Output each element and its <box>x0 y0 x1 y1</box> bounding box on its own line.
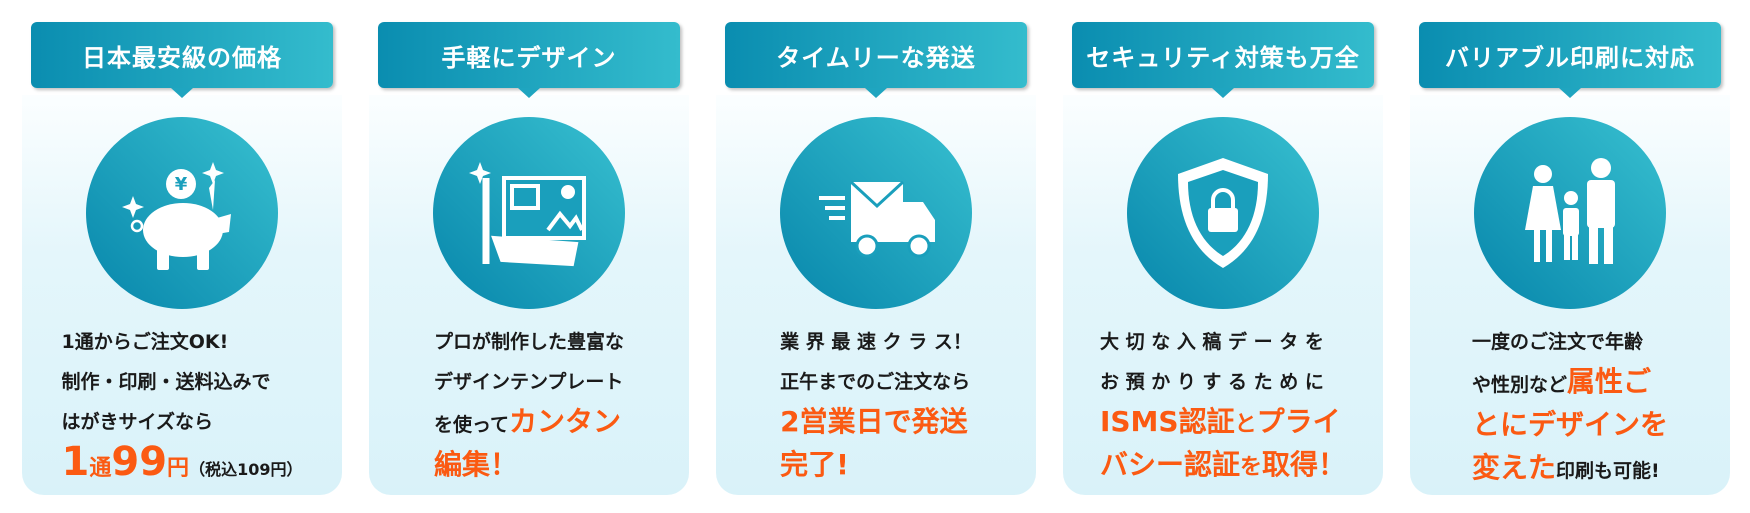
description-text: プロが制作した豊富な <box>433 331 624 353</box>
family-people-icon <box>1474 117 1666 309</box>
feature-card-price: 日本最安級の価格 ¥ 1通からご注文OK! 制作・印刷・送料込みではがきサイズなら… <box>22 0 342 495</box>
description-line: デザインテンプレート <box>434 362 624 402</box>
card-title: 日本最安級の価格 <box>31 22 333 98</box>
highlight-text: 円 <box>167 456 190 481</box>
card-title: 手軽にデザイン <box>378 22 680 98</box>
highlight-text: 属性ご <box>1567 365 1652 398</box>
card-description: 一度のご注文で年齢や性別など属性ごとにデザインを変えた印刷も可能! <box>1472 322 1668 491</box>
description-line: はがきサイズなら <box>62 402 303 442</box>
description-text: 1通からご注文OK! <box>61 331 229 353</box>
description-line: を使ってカンタン <box>434 402 624 445</box>
highlight-text: カンタン <box>509 405 622 438</box>
description-line: とにデザインを <box>1472 405 1668 448</box>
card-description: 1通からご注文OK! 制作・印刷・送料込みではがきサイズなら 1通99円（税込109… <box>62 322 303 490</box>
description-text: 正午までのご注文なら <box>780 371 971 393</box>
highlight-text: 通 <box>89 456 112 481</box>
description-line: 業 界 最 速 ク ラ ス！ <box>780 322 972 362</box>
description-line: お 預 か り す る た め に <box>1100 362 1346 402</box>
highlight-text: 2営業日で発送 <box>780 405 968 438</box>
highlight-text: 変えた <box>1471 451 1556 484</box>
highlight-text: バシー認証 <box>1099 448 1240 481</box>
description-text: 業 界 最 速 ク ラ ス！ <box>780 331 972 353</box>
card-title: バリアブル印刷に対応 <box>1419 22 1721 98</box>
feature-card-variable-print: バリアブル印刷に対応 一度のご注文で年齢や性別など属性ごとにデザインを変えた印刷… <box>1410 0 1730 495</box>
description-text: 大 切 な 入 稿 デ ー タ を <box>1099 331 1324 353</box>
description-line: 変えた印刷も可能! <box>1472 448 1668 491</box>
highlight-text: と <box>1234 412 1257 437</box>
svg-text:¥: ¥ <box>175 174 188 195</box>
feature-card-shipping: タイムリーな発送 業 界 最 速 ク ラ ス！ 正午までのご注文なら 2営業日で発送… <box>716 0 1036 495</box>
piggy-bank-yen-icon: ¥ <box>86 117 278 309</box>
description-text: お 預 か り す る た め に <box>1099 371 1324 393</box>
description-text: を使って <box>433 414 510 436</box>
description-line: 1通99円（税込109円） <box>62 442 303 490</box>
description-line: 正午までのご注文なら <box>780 362 972 402</box>
description-text: 制作・印刷・送料込みで <box>61 371 271 393</box>
highlight-text: 完了! <box>780 448 849 481</box>
card-description: 大 切 な 入 稿 デ ー タ をお 預 か り す る た め に ISMS認証… <box>1100 322 1346 488</box>
feature-card-design: 手軽にデザイン プロが制作した豊富なデザインテンプレートを使ってカンタン編集！ <box>369 0 689 495</box>
description-line: や性別など属性ご <box>1472 362 1668 405</box>
description-text: 一度のご注文で年齢 <box>1471 331 1643 353</box>
description-text: （税込109円） <box>189 460 303 479</box>
description-text: 印刷も可能! <box>1556 460 1660 482</box>
description-text: や性別など <box>1471 374 1567 396</box>
highlight-text: を <box>1239 455 1262 480</box>
description-line: 一度のご注文で年齢 <box>1472 322 1668 362</box>
description-line: プロが制作した豊富な <box>434 322 624 362</box>
highlight-text: 編集！ <box>433 448 518 481</box>
security-shield-lock-icon <box>1127 117 1319 309</box>
description-text: デザインテンプレート <box>433 371 624 393</box>
description-line: バシー認証を取得！ <box>1100 445 1346 488</box>
description-line: 1通からご注文OK! <box>62 322 303 362</box>
feature-cards: 日本最安級の価格 ¥ 1通からご注文OK! 制作・印刷・送料込みではがきサイズなら… <box>22 0 1730 495</box>
description-line: ISMS認証とプライ <box>1100 402 1346 445</box>
description-text: はがきサイズなら <box>61 411 213 433</box>
card-title: セキュリティ対策も万全 <box>1072 22 1374 98</box>
feature-card-security: セキュリティ対策も万全 大 切 な 入 稿 デ ー タ をお 預 か り す る… <box>1063 0 1383 495</box>
highlight-text: 1 <box>61 439 90 485</box>
postcard-brush-icon <box>433 117 625 309</box>
description-line: 2営業日で発送 <box>780 402 972 445</box>
highlight-text: 99 <box>111 439 168 485</box>
description-line: 完了! <box>780 445 972 488</box>
highlight-text: とにデザインを <box>1471 408 1668 441</box>
card-description: プロが制作した豊富なデザインテンプレートを使ってカンタン編集！ <box>434 322 624 488</box>
delivery-truck-mail-icon <box>780 117 972 309</box>
description-line: 大 切 な 入 稿 デ ー タ を <box>1100 322 1346 362</box>
description-line: 制作・印刷・送料込みで <box>62 362 303 402</box>
card-title: タイムリーな発送 <box>725 22 1027 98</box>
highlight-text: 取得！ <box>1262 448 1347 481</box>
highlight-text: ISMS認証 <box>1099 405 1235 438</box>
highlight-text: プライ <box>1256 405 1341 438</box>
card-description: 業 界 最 速 ク ラ ス！ 正午までのご注文なら 2営業日で発送完了! <box>780 322 972 488</box>
description-line: 編集！ <box>434 445 624 488</box>
